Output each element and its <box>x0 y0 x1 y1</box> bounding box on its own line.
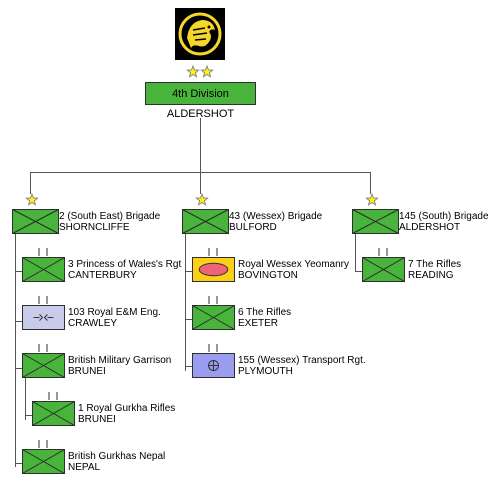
brigade-symbol-1 <box>12 209 59 234</box>
unit-symbol-2-1 <box>192 248 235 282</box>
unit-name: 6 The Rifles <box>238 307 292 318</box>
brigade-symbol-2 <box>182 209 229 234</box>
unit-location: SHORNCLIFFE <box>59 222 130 233</box>
electronics-icon <box>33 314 54 321</box>
unit-name: 3 Princess of Wales's Rgt <box>68 259 182 270</box>
unit-box <box>22 305 65 330</box>
unit-location: BRUNEI <box>78 414 116 425</box>
unit-location: CANTERBURY <box>68 270 137 281</box>
division-hq-box: 4th Division <box>145 82 256 105</box>
unit-symbol-1-2 <box>22 296 65 330</box>
transport-spoke-icon <box>208 360 219 371</box>
unit-name: 145 (South) Brigade <box>399 211 489 222</box>
unit-name: Royal Wessex Yeomanry <box>238 259 349 270</box>
unit-location: EXETER <box>238 318 279 329</box>
brigade-symbol-3 <box>352 209 399 234</box>
infantry-cross-icon <box>22 353 65 378</box>
unit-location: PLYMOUTH <box>238 366 293 377</box>
unit-location: NEPAL <box>68 462 101 473</box>
unit-symbols <box>12 192 405 474</box>
star-icon <box>186 64 200 78</box>
unit-label-1-2: 103 Royal E&M Eng.CRAWLEY <box>68 307 161 329</box>
brigade-star-icon <box>365 192 379 206</box>
unit-name: British Military Garrison <box>68 355 172 366</box>
infantry-cross-icon <box>32 401 75 426</box>
brigade-star-icon <box>25 192 39 206</box>
infantry-cross-icon <box>22 257 65 282</box>
connector-lines <box>15 118 371 467</box>
subunit-symbol-1 <box>32 392 75 426</box>
star-icon <box>200 64 214 78</box>
unit-name: 2 (South East) Brigade <box>59 211 161 222</box>
unit-symbol-2-3 <box>192 344 235 378</box>
tiger-head-icon <box>175 8 225 60</box>
unit-symbol-1-1 <box>22 248 65 282</box>
unit-name: 7 The Rifles <box>408 259 462 270</box>
unit-location: ALDERSHOT <box>399 222 461 233</box>
unit-symbol-3-1 <box>362 248 405 282</box>
unit-location: BRUNEI <box>68 366 106 377</box>
unit-location: CRAWLEY <box>68 318 118 329</box>
unit-name: 155 (Wessex) Transport Rgt. <box>238 355 366 366</box>
unit-symbol-1-4 <box>22 440 65 474</box>
unit-symbol-2-2 <box>192 296 235 330</box>
unit-box <box>192 353 235 378</box>
infantry-cross-icon <box>352 209 399 234</box>
unit-name: 103 Royal E&M Eng. <box>68 307 161 318</box>
unit-symbol-1-3 <box>22 344 65 378</box>
division-name: 4th Division <box>172 87 229 100</box>
unit-name: 43 (Wessex) Brigade <box>229 211 323 222</box>
unit-location: BOVINGTON <box>238 270 298 281</box>
infantry-cross-icon <box>182 209 229 234</box>
unit-location: BULFORD <box>229 222 277 233</box>
division-location: ALDERSHOT <box>166 108 235 120</box>
unit-name: British Gurkhas Nepal <box>68 451 166 462</box>
unit-name: 1 Royal Gurkha Rifles <box>78 403 176 414</box>
unit-location: READING <box>408 270 454 281</box>
infantry-cross-icon <box>192 305 235 330</box>
unit-label-2-3: 155 (Wessex) Transport Rgt.PLYMOUTH <box>238 355 366 377</box>
brigade-star-icon <box>195 192 209 206</box>
armour-oval-icon <box>198 262 229 277</box>
two-star-icon <box>186 64 214 78</box>
infantry-cross-icon <box>22 449 65 474</box>
infantry-cross-icon <box>12 209 59 234</box>
infantry-cross-icon <box>362 257 405 282</box>
